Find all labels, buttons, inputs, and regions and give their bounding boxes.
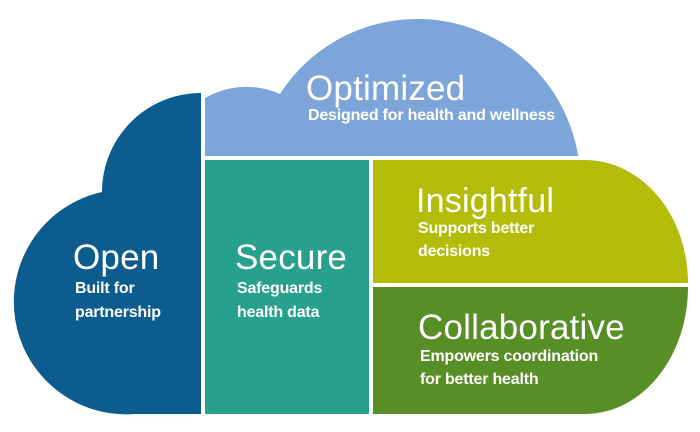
secure-title: Secure (235, 238, 348, 277)
secure-subtitle-line: health data (237, 304, 320, 321)
secure-section-text: Secure (235, 238, 348, 278)
collaborative-subtitle-line: Empowers coordination (420, 348, 599, 365)
optimized-subtitle-line: Designed for health and wellness (308, 107, 555, 124)
insightful-subtitle: Supports better decisions (418, 217, 534, 263)
secure-section-shape (205, 160, 369, 414)
open-section-shape (13, 93, 202, 415)
open-section-text: Open (73, 238, 160, 278)
secure-subtitle: Safeguards health data (237, 277, 322, 325)
insightful-title: Insightful (416, 182, 555, 220)
collaborative-subtitle: Empowers coordination for better health (420, 345, 598, 391)
optimized-subtitle: Designed for health and wellness (308, 104, 555, 127)
open-subtitle-line: partnership (75, 304, 161, 321)
optimized-section-shape (205, 18, 578, 156)
open-subtitle: Built for partnership (75, 277, 161, 325)
collaborative-section-text: Collaborative (418, 308, 625, 348)
secure-subtitle-line: Safeguards (237, 280, 323, 297)
collaborative-section-shape (373, 287, 688, 414)
open-title: Open (73, 238, 160, 277)
collaborative-subtitle-line: for better health (420, 371, 539, 388)
insightful-section-shape (373, 160, 688, 283)
open-subtitle-line: Built for (75, 280, 135, 297)
optimized-section-text: Optimized (306, 69, 466, 109)
optimized-title: Optimized (306, 69, 466, 108)
insightful-section-text: Insightful (416, 182, 555, 220)
collaborative-title: Collaborative (418, 308, 625, 347)
insightful-subtitle-line: Supports better (418, 220, 535, 237)
insightful-subtitle-line: decisions (418, 243, 491, 260)
